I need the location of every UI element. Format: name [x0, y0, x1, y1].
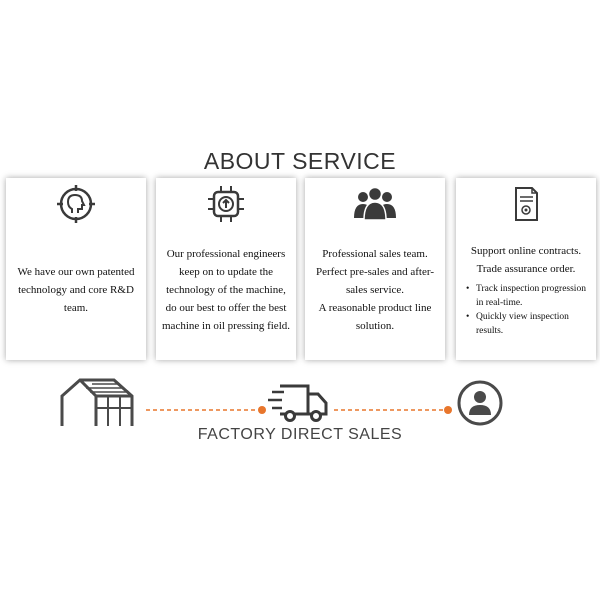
- list-item: Quickly view inspection results.: [466, 310, 590, 338]
- card-line: Trade assurance order.: [476, 263, 576, 275]
- contract-document-icon: [456, 184, 596, 224]
- card-text: We have our own patented technology and …: [12, 226, 140, 354]
- card-line: Perfect pre-sales and after-sales servic…: [316, 266, 434, 296]
- card-text: Support online contracts. Trade assuranc…: [462, 226, 590, 354]
- service-card-sales-team: Professional sales team. Perfect pre-sal…: [305, 178, 445, 360]
- chip-upload-icon: [156, 184, 296, 224]
- customer-icon: [457, 380, 503, 426]
- delivery-truck-icon: [268, 384, 328, 422]
- card-line: A reasonable product line solution.: [318, 302, 432, 332]
- card-text: Professional sales team. Perfect pre-sal…: [311, 226, 439, 354]
- factory-icon: [60, 378, 134, 426]
- footer-label: FACTORY DIRECT SALES: [197, 426, 403, 443]
- card-line: Professional sales team.: [322, 248, 428, 260]
- section-title: ABOUT SERVICE: [203, 148, 397, 174]
- connector-dot: [258, 406, 266, 414]
- factory-direct-process: [60, 378, 503, 426]
- service-card-engineers: Our professional engineers keep on to up…: [156, 178, 296, 360]
- team-icon: [305, 184, 445, 224]
- card-line: Our professional engineers keep on to up…: [162, 248, 290, 332]
- service-card-rd: We have our own patented technology and …: [6, 178, 146, 360]
- card-text: Our professional engineers keep on to up…: [162, 226, 290, 354]
- service-card-contracts: Support online contracts. Trade assuranc…: [456, 178, 596, 360]
- list-item: Track inspection progression in real-tim…: [466, 282, 590, 310]
- connector-dot: [444, 406, 452, 414]
- card-line: We have our own patented technology and …: [17, 266, 135, 314]
- card-bullets: Track inspection progression in real-tim…: [462, 282, 590, 338]
- head-target-icon: [6, 184, 146, 224]
- card-line: Support online contracts.: [470, 245, 582, 257]
